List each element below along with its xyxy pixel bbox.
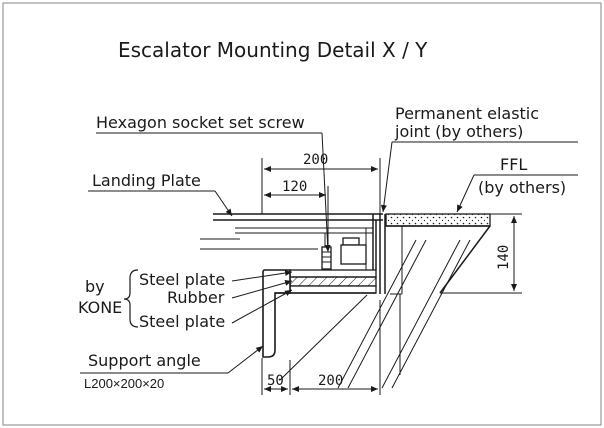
edge-profile: [324, 214, 386, 294]
label-steel-plate-bottom: Steel plate: [139, 312, 225, 331]
concrete-slab: [337, 213, 491, 389]
dim-200-bottom: 200: [318, 373, 343, 389]
steel-plate-top-shape: [289, 269, 377, 278]
dim-140: 140: [496, 245, 512, 270]
label-by: by: [85, 277, 105, 296]
label-ffl-line2: (by others): [478, 178, 566, 197]
plate-sandwich: [289, 269, 377, 294]
dim-50: 50: [267, 373, 284, 389]
ffl-screed-shape: [385, 213, 491, 227]
dim-200-top: 200: [303, 152, 328, 168]
set-screw-shape: [321, 237, 367, 270]
label-joint-line1: Permanent elastic: [395, 104, 539, 123]
label-angle-size: L200×200×20: [84, 376, 164, 391]
dimension-lines: [261, 158, 522, 395]
kone-brace: [123, 269, 139, 328]
label-set-screw: Hexagon socket set screw: [96, 113, 305, 132]
label-ffl-line1: FFL: [500, 155, 527, 174]
label-kone: KONE: [78, 298, 122, 317]
label-steel-plate-top: Steel plate: [139, 270, 225, 289]
leader-lines: [80, 132, 578, 374]
label-rubber: Rubber: [167, 288, 225, 307]
label-landing-plate: Landing Plate: [92, 171, 201, 190]
page-title: Escalator Mounting Detail X / Y: [118, 38, 428, 62]
landing-plate-shape: [200, 213, 383, 250]
label-support-angle: Support angle: [88, 351, 201, 370]
dim-120: 120: [282, 179, 307, 195]
rubber-shape: [289, 276, 377, 287]
steel-plate-bottom-shape: [289, 285, 377, 294]
label-joint-line2: joint (by others): [394, 122, 523, 141]
